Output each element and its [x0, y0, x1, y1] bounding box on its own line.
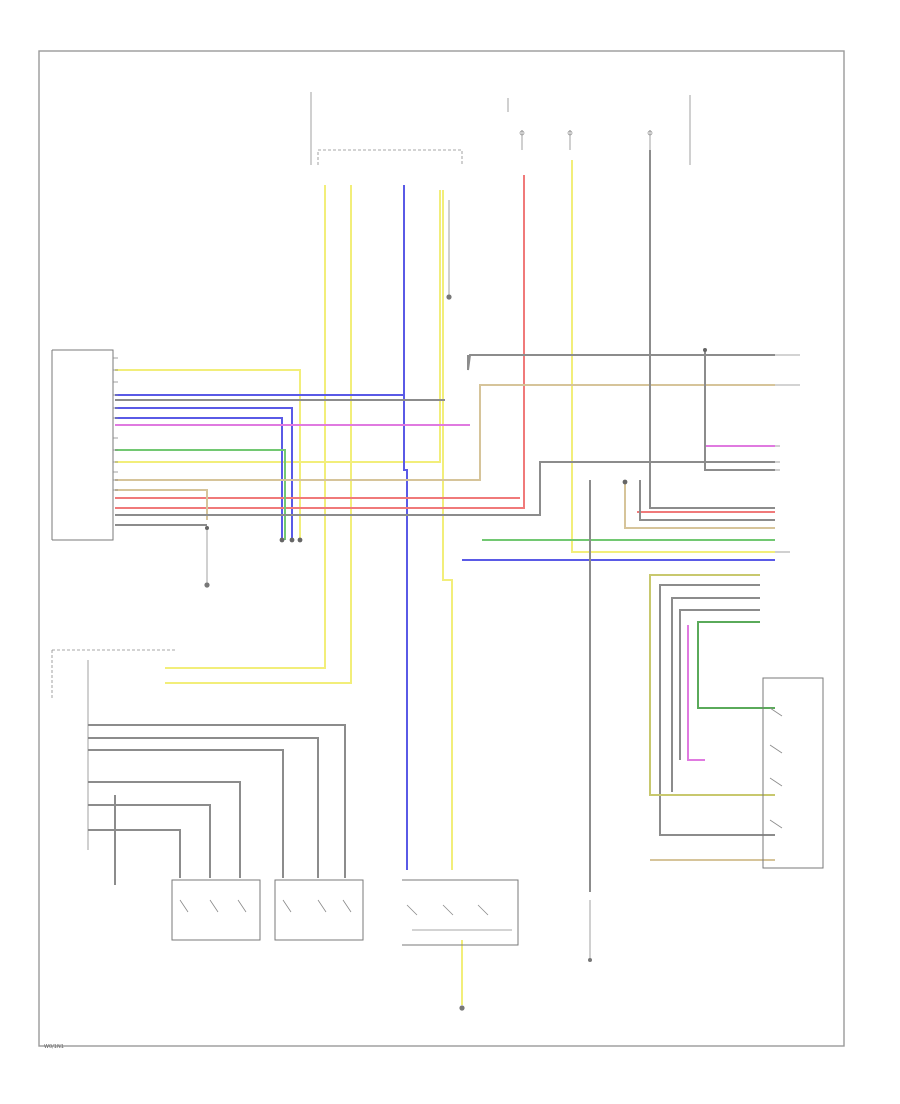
ground-points	[204, 200, 592, 1011]
ground-2	[204, 582, 210, 588]
module-pin-row	[113, 357, 118, 491]
figure-id: W0/1N1	[44, 1044, 64, 1050]
transmission-control-module	[51, 349, 114, 541]
ground-1	[446, 294, 452, 300]
selector-lever-sensor-block	[762, 677, 824, 869]
top-power-sources	[310, 92, 691, 165]
splice-points	[205, 348, 707, 543]
right-steering-switch-block	[274, 879, 364, 941]
left-steering-switch-block	[171, 879, 261, 941]
center-switch-block	[402, 879, 519, 946]
multifunction-switch-block	[51, 649, 175, 850]
wire-harness	[88, 150, 775, 892]
fuse-2	[567, 130, 573, 150]
ground-4	[588, 958, 592, 962]
fuse-3	[647, 130, 653, 150]
diagram-border	[38, 50, 845, 1047]
fuse-1	[519, 130, 525, 150]
right-connector-terminals	[775, 354, 800, 553]
ground-3	[459, 1005, 465, 1011]
